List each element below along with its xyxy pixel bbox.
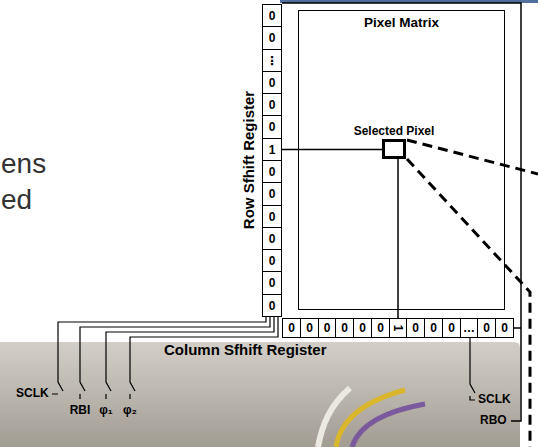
- register-bit: 0: [262, 182, 282, 206]
- register-bit: 0: [262, 294, 282, 317]
- register-label: Column Sfhift Register: [164, 342, 327, 357]
- register-bit: 0: [371, 318, 390, 338]
- register-bit: 0: [477, 318, 496, 338]
- signal-wire: [130, 316, 278, 399]
- register-label: Pixel Matrix: [299, 16, 504, 30]
- slide-text: ed: [1, 186, 32, 214]
- bit-value: 1: [392, 325, 404, 332]
- bit-value: 0: [269, 277, 276, 289]
- register-bit: 0: [442, 318, 461, 338]
- bit-value: 1: [269, 144, 276, 156]
- signal-name: RBI: [70, 404, 91, 416]
- bit-value: 0: [269, 32, 276, 44]
- register-bit: 1: [389, 318, 407, 338]
- register-bit: 0: [262, 93, 282, 116]
- photo-cable: [352, 404, 425, 447]
- signal-name: φ₂: [123, 404, 137, 416]
- register-bit: 0: [262, 227, 282, 250]
- slide-text: ens: [1, 150, 46, 178]
- bit-value: 0: [269, 211, 276, 223]
- bit-value: 0: [359, 322, 366, 334]
- bit-value: 0: [412, 322, 419, 334]
- register-bit: 0: [262, 249, 282, 272]
- register-bit: 1: [262, 138, 282, 161]
- register-label: Row Sfhift Register: [241, 91, 256, 229]
- register-bit: 0: [335, 318, 354, 338]
- register-bit: 0: [262, 71, 282, 94]
- chip-frame: [282, 3, 521, 421]
- register-bit: …: [460, 318, 478, 338]
- bit-value: 0: [324, 322, 331, 334]
- bit-value: 0: [288, 322, 295, 334]
- bit-value: 0: [269, 166, 276, 178]
- zoom-dash: [407, 159, 530, 447]
- bit-value: 0: [448, 322, 455, 334]
- select-line: [282, 149, 382, 151]
- pixel-matrix: Pixel MatrixSelected Pixel: [298, 10, 505, 310]
- register-bit: 0: [282, 318, 301, 338]
- register-bit: 0: [262, 160, 282, 183]
- bit-value: 0: [269, 300, 276, 312]
- register-bit: 0: [262, 205, 282, 228]
- register-bit: 0: [262, 115, 282, 139]
- bit-value: 0: [269, 77, 276, 89]
- signal-name: φ₁: [99, 404, 113, 416]
- bit-value: 0: [377, 322, 384, 334]
- bit-value: 0: [341, 322, 348, 334]
- signal-wire: [106, 316, 274, 399]
- register-bit: 0: [495, 318, 514, 338]
- bit-value: 0: [501, 322, 508, 334]
- register-bit: 0: [300, 318, 319, 338]
- row-shift-register: Row Sfhift Register00⋮00010000000: [262, 4, 282, 316]
- signal-wire: [470, 338, 475, 400]
- register-bit: 0: [353, 318, 372, 338]
- register-bit: 0: [262, 4, 282, 27]
- bit-value: 0: [430, 322, 437, 334]
- signal-name: RBO: [480, 414, 507, 426]
- select-line: [397, 159, 399, 318]
- bit-value: 0: [269, 188, 276, 200]
- bit-value: 0: [483, 322, 490, 334]
- selected-pixel: Selected Pixel: [382, 139, 406, 159]
- bit-value: 0: [269, 99, 276, 111]
- register-bit: 0: [406, 318, 425, 338]
- bit-value: 0: [269, 233, 276, 245]
- bit-value: 0: [269, 121, 276, 133]
- register-bit: ⋮: [262, 49, 282, 72]
- register-bit: 0: [262, 271, 282, 295]
- bit-value: ⋮: [266, 55, 278, 67]
- photo-cable: [336, 390, 405, 447]
- register-bit: 0: [424, 318, 443, 338]
- register-bit: 0: [262, 26, 282, 50]
- photo-background: [0, 342, 520, 447]
- column-shift-register: Column Sfhift Register0000001000…00: [282, 318, 513, 338]
- signal-name: SCLK: [478, 393, 511, 405]
- register-bit: 0: [318, 318, 336, 338]
- bit-value: 0: [269, 10, 276, 22]
- register-label: Selected Pixel: [354, 125, 435, 137]
- bit-value: …: [463, 322, 475, 334]
- zoom-dash: [407, 140, 538, 174]
- bit-value: 0: [306, 322, 313, 334]
- signal-name: SCLK: [16, 387, 49, 399]
- bit-value: 0: [269, 255, 276, 267]
- photo-cable: [318, 388, 350, 447]
